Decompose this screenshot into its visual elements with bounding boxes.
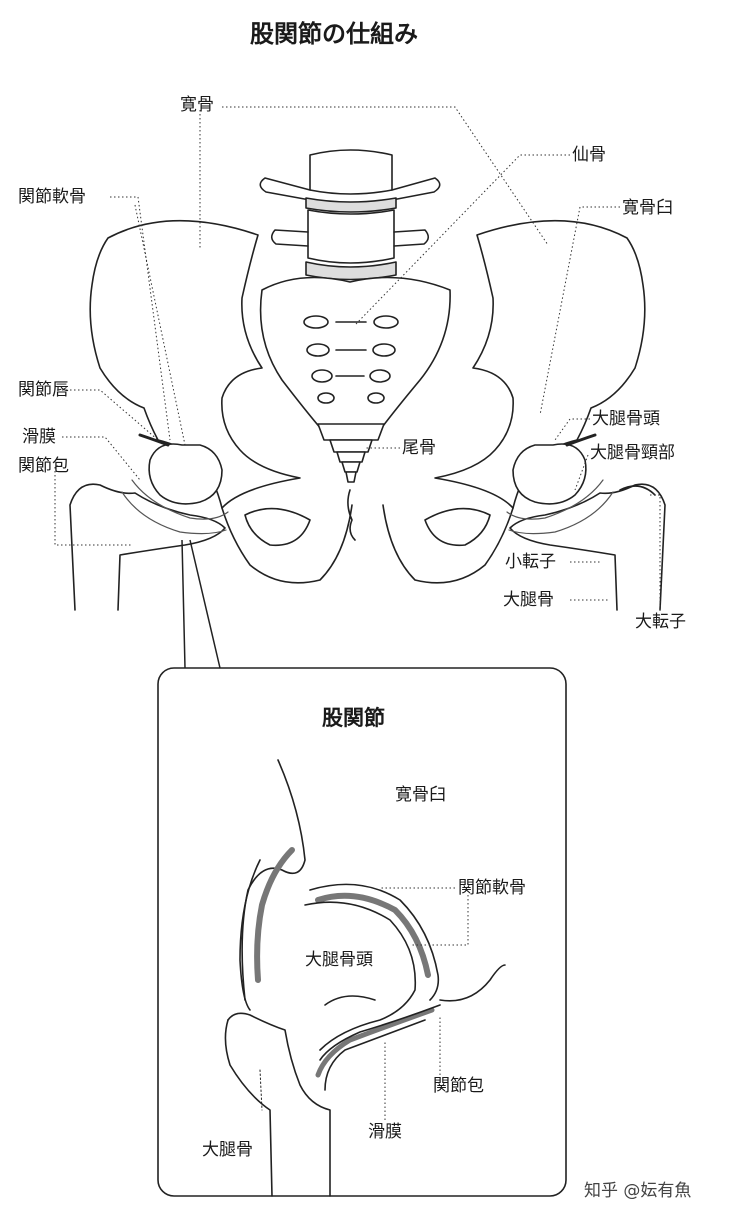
- inset-label-kansetsu-nankotsu: 関節軟骨: [458, 878, 526, 898]
- leader-daitenshi: [650, 495, 660, 610]
- inset-label-daitaikotsu: 大腿骨: [202, 1140, 253, 1160]
- label-kansetsu-nankotsu: 関節軟骨: [18, 187, 86, 207]
- leader-kansetsuho: [55, 466, 132, 545]
- inset-label-daitaikotsutou: 大腿骨頭: [305, 950, 373, 970]
- label-kankotsukyu: 寛骨臼: [622, 198, 673, 218]
- label-daitaikotsutou: 大腿骨頭: [592, 409, 660, 429]
- inset-title: 股関節: [322, 702, 385, 732]
- coccyx: [318, 424, 384, 482]
- label-daitenshi: 大転子: [635, 612, 686, 632]
- pubic-symphysis: [348, 490, 355, 540]
- page-title: 股関節の仕組み: [250, 14, 418, 49]
- label-senkotsu: 仙骨: [572, 145, 606, 165]
- inset-label-katsumaku: 滑膜: [368, 1122, 402, 1142]
- label-kansetsuho: 関節包: [18, 456, 69, 476]
- label-daitaikotsu: 大腿骨: [503, 590, 554, 610]
- lumbar-vertebrae: [260, 150, 440, 280]
- left-femur: [70, 435, 228, 610]
- watermark: 知乎 @妘有魚: [584, 1176, 691, 1201]
- label-daitaikotsu-keibu: 大腿骨頸部: [590, 443, 675, 463]
- inset-label-kankotsukyu: 寛骨臼: [395, 785, 446, 805]
- right-hip-bone: [383, 221, 645, 583]
- leader-katsumaku: [62, 437, 140, 480]
- label-bikotsu: 尾骨: [402, 438, 436, 458]
- callout-pointer: [182, 540, 220, 668]
- sacrum: [261, 278, 451, 431]
- label-kankotsu: 寛骨: [180, 95, 214, 115]
- label-kansetsu-shin: 関節唇: [18, 380, 69, 400]
- inset-frame: [158, 668, 566, 1196]
- inset-label-kansetsuho: 関節包: [433, 1076, 484, 1096]
- label-shoutenshi: 小転子: [505, 552, 556, 572]
- label-katsumaku: 滑膜: [22, 427, 56, 447]
